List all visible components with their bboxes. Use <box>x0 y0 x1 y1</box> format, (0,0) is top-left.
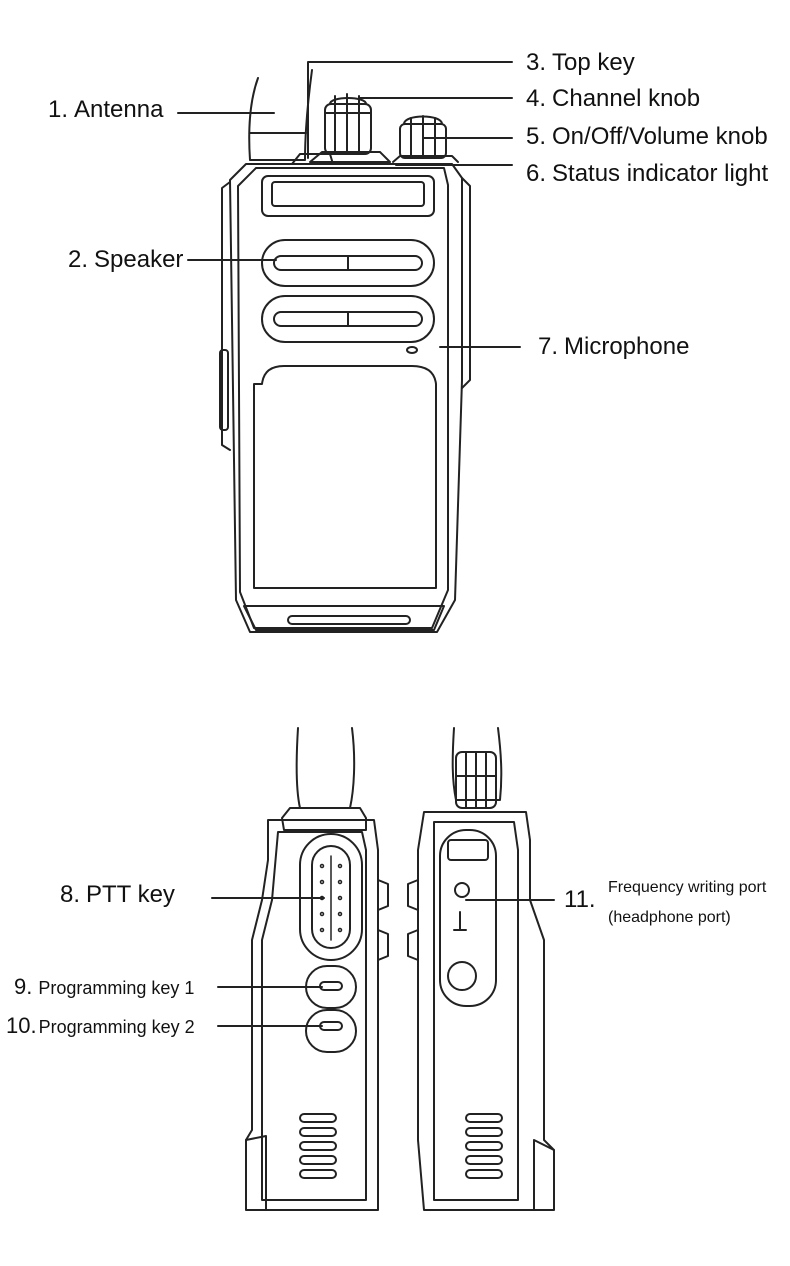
label-status-light: 6.Status indicator light <box>526 160 769 187</box>
speaker-slot-2 <box>261 295 435 343</box>
label-ptt-key: 8.PTT key <box>60 881 175 908</box>
label-channel-knob: 4.Channel knob <box>526 85 701 112</box>
label-programming-key-1: 9.Programming key 1 <box>14 974 195 999</box>
port-cover-shape <box>439 829 497 1007</box>
leader-lines <box>177 61 555 1027</box>
antenna-front <box>248 69 313 161</box>
programming-key-2-shape <box>305 1009 357 1053</box>
label-microphone: 7.Microphone <box>538 333 690 360</box>
radio-front-body <box>219 163 471 633</box>
volume-knob-shape <box>392 115 459 163</box>
left-side-view <box>245 727 389 1211</box>
top-key-shape <box>291 153 334 165</box>
front-view <box>219 69 471 633</box>
microphone-hole <box>406 346 418 354</box>
label-programming-key-2: 10.Programming key 2 <box>6 1013 195 1038</box>
label-volume-knob: 5.On/Off/Volume knob <box>526 123 768 150</box>
label-antenna: 1.Antenna <box>48 96 164 123</box>
label-speaker: 2.Speaker <box>68 246 184 273</box>
speaker-slot-1 <box>261 239 435 287</box>
right-side-view <box>407 727 555 1211</box>
channel-knob-shape <box>309 93 391 163</box>
label-top-key: 3.Top key <box>526 49 635 76</box>
